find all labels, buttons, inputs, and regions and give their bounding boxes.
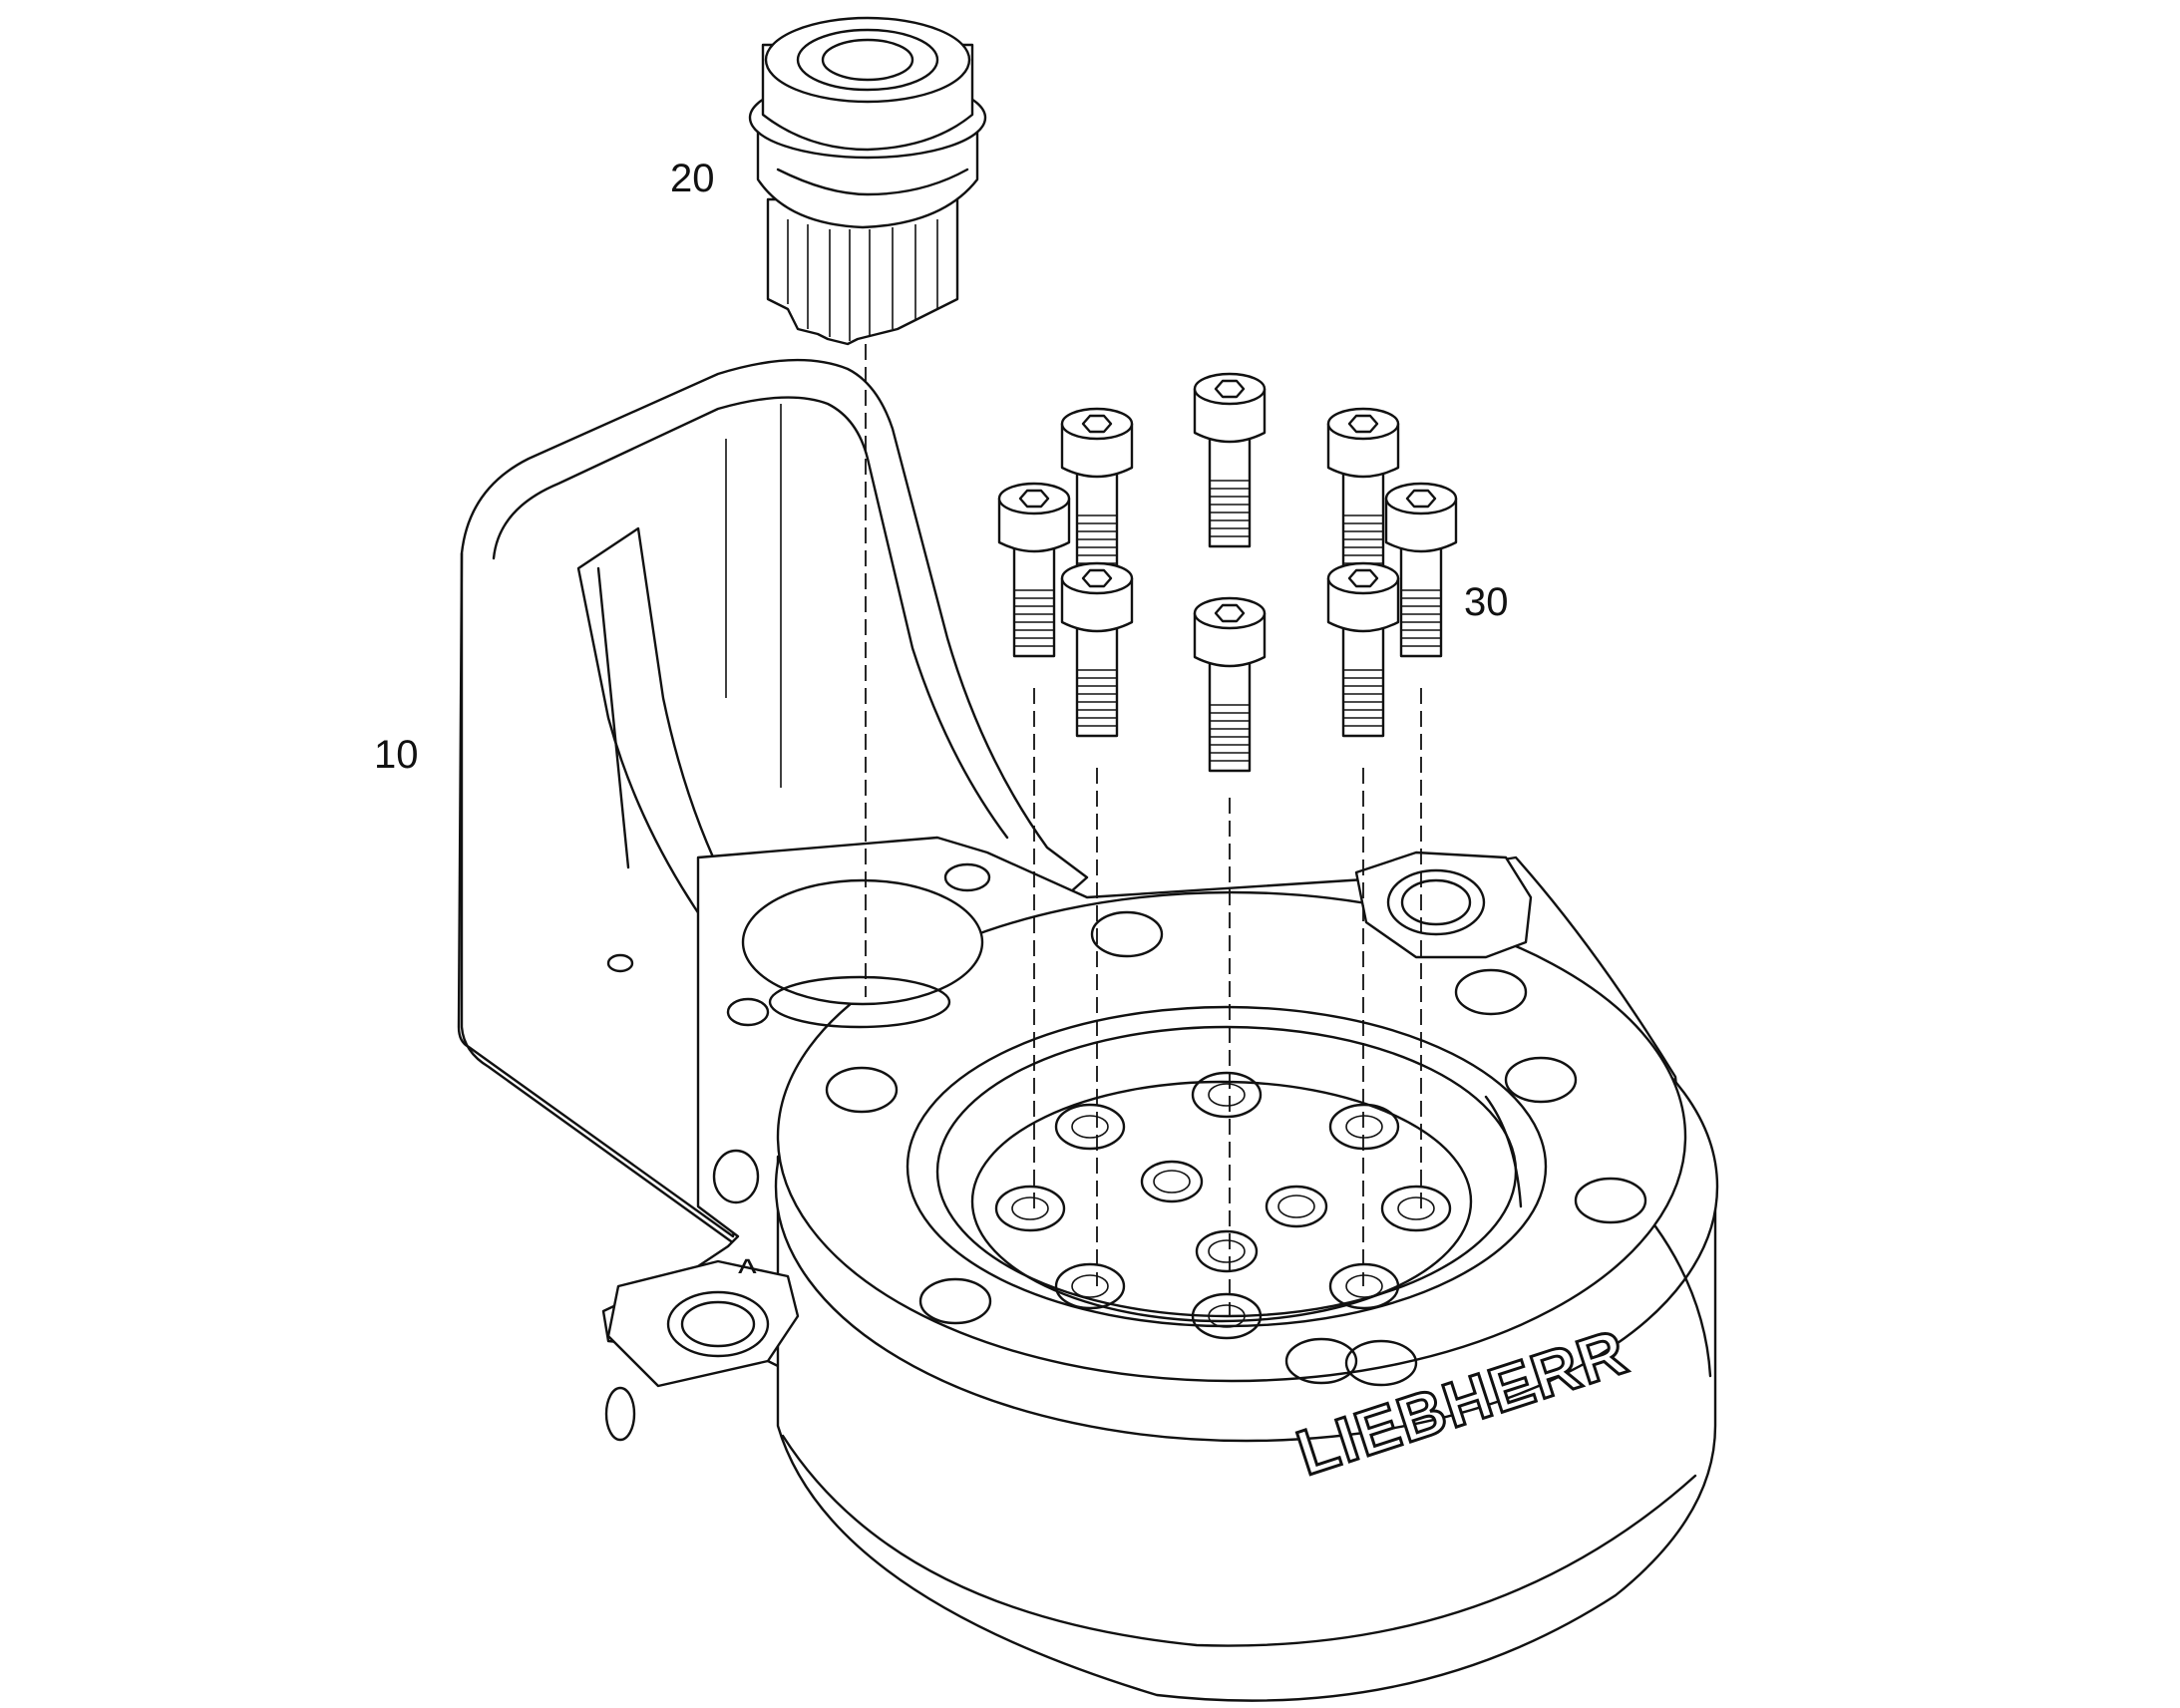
pinion-gear-icon <box>748 16 987 346</box>
callout-housing: 10 <box>374 733 419 777</box>
gearbox-housing-icon: ^ LIEBHERR <box>457 358 1719 1702</box>
pinion-top-ring <box>796 28 939 92</box>
housing-mounting-boss-right <box>1354 851 1533 959</box>
assembly-center-lines <box>865 344 1422 1316</box>
callout-screws: 30 <box>1464 580 1509 624</box>
housing-bore-ledge <box>1484 1095 1523 1208</box>
pinion-teeth <box>766 197 959 346</box>
pinion-top-bore <box>821 38 914 82</box>
housing-wall-inner-rim <box>492 396 1009 840</box>
housing-ring-band <box>781 1434 1697 1647</box>
housing-mounting-boss-left <box>604 1259 800 1442</box>
housing-flange-holes <box>606 862 1647 1387</box>
callout-pinion: 20 <box>670 157 715 200</box>
socket-head-cap-screws <box>997 372 1458 773</box>
screw-front-left <box>1060 561 1134 738</box>
pinion-tooth-lines <box>787 219 938 341</box>
pinion-seat-bore <box>741 878 984 1006</box>
housing-bore-holes <box>994 1071 1452 1340</box>
screw-right <box>1384 482 1458 658</box>
screw-center-long <box>1193 372 1267 548</box>
housing-side-face <box>460 551 740 1248</box>
housing-bore-floor <box>970 1080 1473 1323</box>
housing-wall-crease <box>596 566 630 869</box>
housing-bore-outer <box>906 1005 1548 1328</box>
screw-left <box>997 482 1071 658</box>
screw-back-left <box>1060 407 1134 583</box>
screw-front-center <box>1193 596 1267 773</box>
housing-ring-step <box>1653 1224 1712 1378</box>
housing-orientation-marker: ^ <box>738 1251 757 1295</box>
screw-front-right <box>1326 561 1400 738</box>
pinion-groove <box>776 168 969 196</box>
pinion-seat-bore-bottom <box>768 975 951 1029</box>
